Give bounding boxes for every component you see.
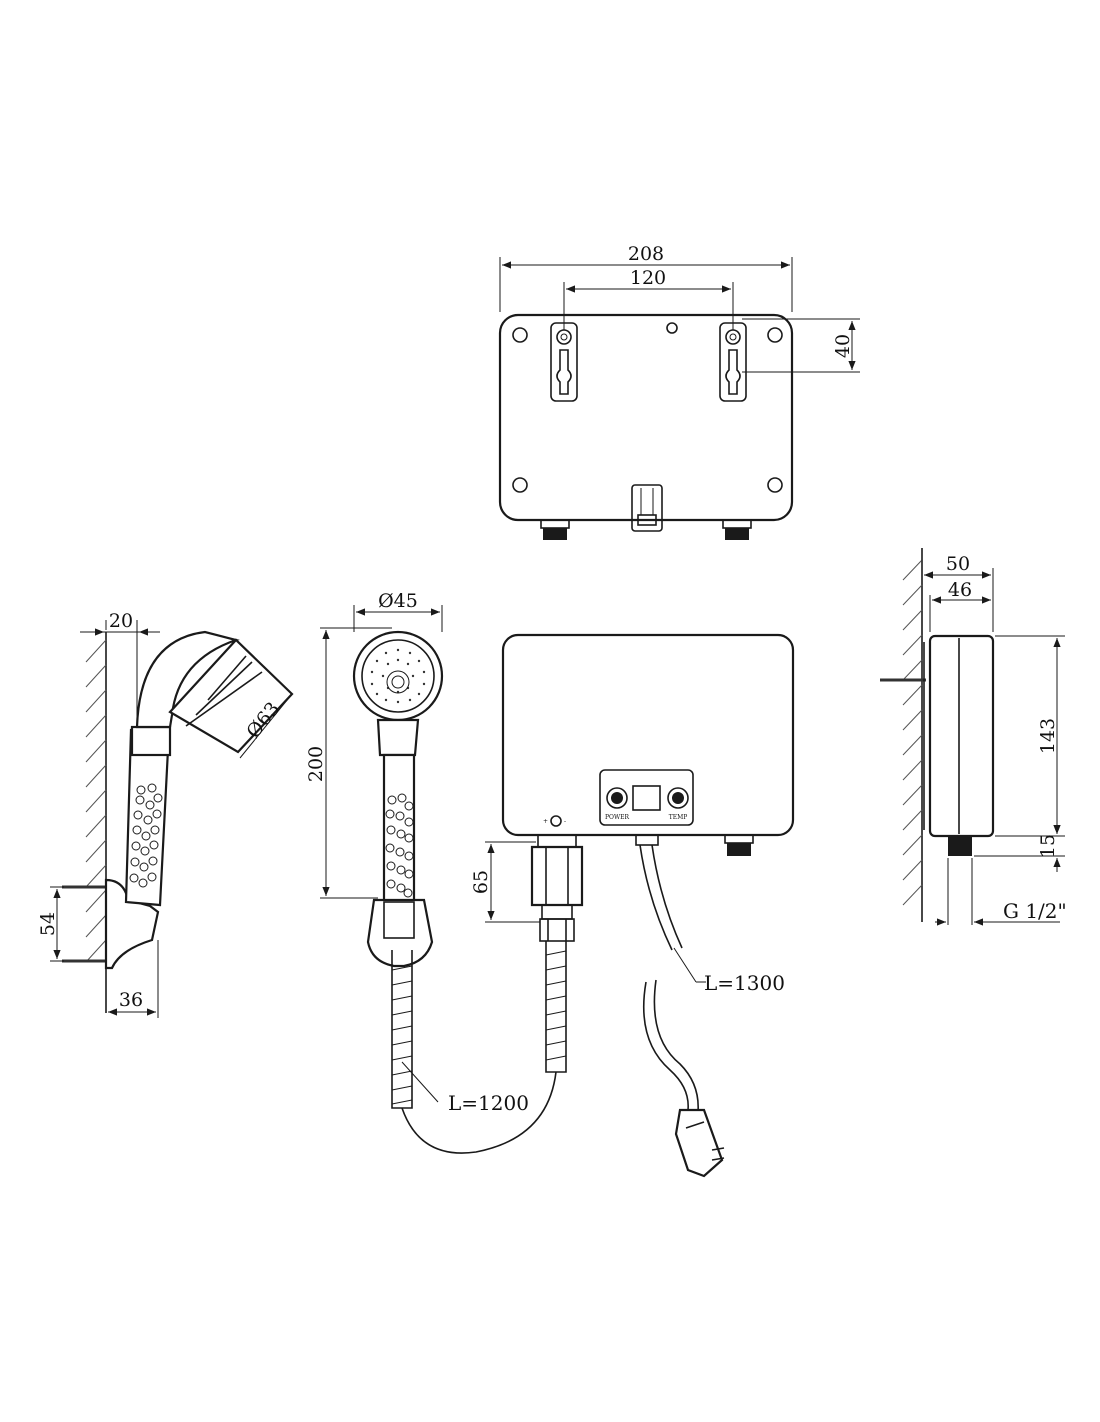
inlet-marker-icon xyxy=(550,815,562,827)
corner-screw-icon xyxy=(767,327,783,343)
display-screen xyxy=(632,785,661,811)
dim-head-diameter-front: Ø45 xyxy=(378,590,418,612)
handle-collar xyxy=(130,725,172,757)
shower-handle-side xyxy=(124,728,171,907)
temp-icon xyxy=(672,792,684,804)
corner-screw-icon xyxy=(512,477,528,493)
power-label: POWER xyxy=(605,814,630,821)
shower-side-view: 20 Ø63 54 36 xyxy=(37,610,294,1018)
heater-front-body xyxy=(501,633,795,837)
mineral-beads-front xyxy=(385,793,414,898)
wall-hatch xyxy=(902,559,923,906)
shower-holder xyxy=(366,898,434,968)
wall-hatch xyxy=(85,639,107,963)
power-plug-icon xyxy=(674,1108,724,1178)
dim-depth-body: 46 xyxy=(948,579,972,601)
dim-height: 143 xyxy=(1037,718,1059,754)
shower-front-view: Ø45 200 xyxy=(305,590,444,1109)
shower-connector xyxy=(530,834,584,942)
dim-mount-spacing: 120 xyxy=(630,267,666,289)
cable-clamp xyxy=(631,484,663,532)
outlet-fitting-back xyxy=(722,519,752,540)
hose-loop xyxy=(401,1071,557,1154)
dim-bracket-holes: 54 xyxy=(37,912,59,936)
hose-length-label: L=1200 xyxy=(448,1091,529,1115)
minus-sign: - xyxy=(564,818,566,825)
control-panel xyxy=(599,769,694,826)
temp-button[interactable] xyxy=(667,787,689,809)
outlet-fitting-front xyxy=(727,843,751,856)
dim-shower-length: 200 xyxy=(305,746,327,782)
handle-collar-front xyxy=(376,718,420,757)
dim-head-offset: 20 xyxy=(109,610,133,632)
front-view: POWER TEMP + - xyxy=(401,633,795,1178)
dim-depth-total: 50 xyxy=(946,553,970,575)
dim-outlet: 15 xyxy=(1037,834,1059,858)
outlet-fitting-side xyxy=(948,836,972,856)
plus-sign: + xyxy=(543,818,548,825)
power-icon xyxy=(611,792,623,804)
hose-right-section xyxy=(545,941,567,1073)
inlet-fitting-back xyxy=(540,519,570,540)
side-view: 50 46 143 15 G 1/2" xyxy=(880,548,1067,926)
cable-length-label: L=1300 xyxy=(704,971,785,995)
thread-label: G 1/2" xyxy=(1003,899,1067,923)
dim-total-width: 208 xyxy=(628,243,664,265)
power-button[interactable] xyxy=(606,787,628,809)
dim-connector: 65 xyxy=(470,870,492,894)
center-hole-icon xyxy=(666,322,678,334)
back-view: 208 120 40 xyxy=(498,243,860,540)
heater-back-body xyxy=(498,313,794,522)
dim-mount-height: 40 xyxy=(832,334,854,358)
mineral-beads xyxy=(129,783,163,888)
dim-line-o63 xyxy=(239,693,293,759)
corner-screw-icon xyxy=(767,477,783,493)
temp-label: TEMP xyxy=(669,814,688,821)
heater-side-body xyxy=(928,634,995,838)
dim-bracket-depth: 36 xyxy=(119,989,143,1011)
corner-screw-icon xyxy=(512,327,528,343)
power-cable xyxy=(635,834,725,1178)
shower-bracket xyxy=(104,878,160,970)
